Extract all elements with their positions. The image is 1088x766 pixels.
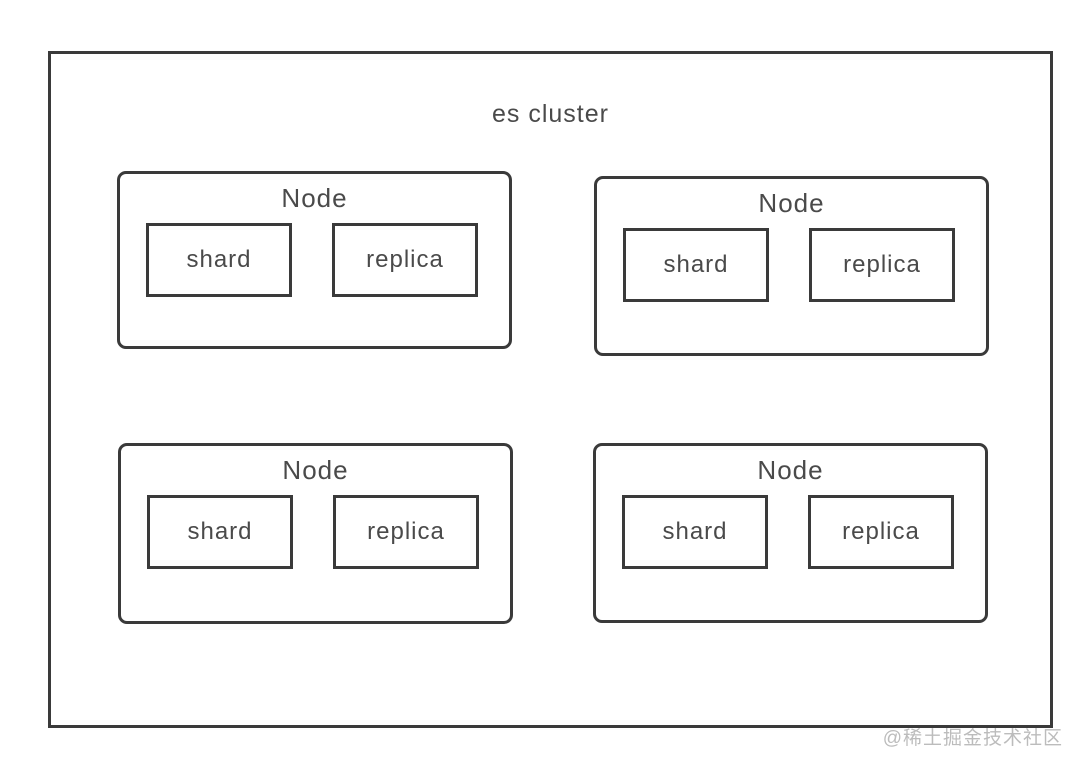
node-box-2: Node shard replica [594,176,989,356]
shard-box: shard [147,495,293,569]
shard-label: shard [663,251,729,278]
node-box-4: Node shard replica [593,443,988,623]
shard-label: shard [186,246,252,273]
replica-box: replica [808,495,954,569]
replica-label: replica [366,246,444,273]
node-children: shard replica [147,495,479,569]
node-label: Node [758,188,825,218]
replica-box: replica [809,228,955,302]
shard-label: shard [662,518,728,545]
watermark-text: @稀土掘金技术社区 [882,728,1063,749]
replica-label: replica [842,518,920,545]
node-label: Node [281,183,348,213]
node-children: shard replica [623,228,955,302]
node-box-3: Node shard replica [118,443,513,624]
replica-label: replica [843,251,921,278]
shard-box: shard [146,223,292,297]
shard-box: shard [623,228,769,302]
replica-box: replica [333,495,479,569]
es-cluster-box [48,51,1053,728]
cluster-title: es cluster [492,100,609,128]
node-label: Node [757,455,824,485]
shard-box: shard [622,495,768,569]
node-children: shard replica [146,223,478,297]
replica-label: replica [367,518,445,545]
shard-label: shard [187,518,253,545]
node-children: shard replica [622,495,954,569]
replica-box: replica [332,223,478,297]
node-box-1: Node shard replica [117,171,512,349]
node-label: Node [282,455,349,485]
